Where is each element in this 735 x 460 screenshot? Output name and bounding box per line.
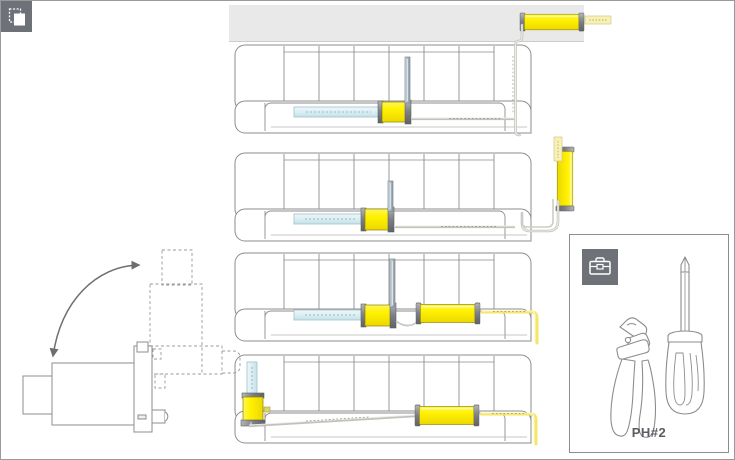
jumper-cable-row3 — [395, 318, 431, 327]
cable-run-yellow-row4 — [479, 412, 538, 446]
tools-panel — [569, 234, 729, 453]
step-row-2 — [234, 136, 575, 242]
step-row-4 — [234, 354, 538, 446]
step-badge — [1, 1, 32, 32]
curved-rotation-arrow — [49, 260, 141, 358]
cable-run-long-row4 — [248, 414, 416, 428]
phillips-screwdriver — [665, 256, 705, 415]
tools-artwork — [610, 256, 705, 438]
vertical-probe-row1 — [404, 56, 411, 104]
toolbox-icon — [589, 257, 611, 275]
yellow-connector-left-row4 — [240, 392, 271, 427]
copy-document-icon — [8, 7, 25, 25]
blue-tube-row2 — [293, 213, 363, 225]
component-rotation-detail — [22, 249, 241, 433]
diagonal-cutting-pliers — [610, 317, 657, 438]
vertical-probe-row3 — [389, 258, 396, 308]
yellow-tube-installed-row4 — [414, 404, 480, 427]
ghost-outline — [149, 249, 241, 389]
blue-tube-row3 — [293, 309, 363, 321]
yellow-connector-row3 — [360, 302, 397, 329]
yellow-connector-row1 — [377, 99, 412, 125]
yellow-connector-row2 — [360, 206, 395, 233]
tools-badge — [582, 249, 618, 285]
tool-caption: PH#2 — [631, 425, 667, 440]
blue-tube-vertical-row4 — [246, 361, 258, 396]
blue-tube-row1 — [293, 106, 380, 118]
cable-run-row2 — [520, 199, 560, 233]
cable-run-yellow-row3 — [480, 310, 539, 345]
top-background-band — [229, 5, 584, 42]
yellow-tube-external-row2 — [553, 136, 575, 212]
rotated-component — [22, 341, 169, 433]
yellow-tube-installed-row3 — [415, 302, 481, 325]
vertical-probe-row2 — [387, 180, 394, 212]
step-row-3 — [234, 252, 539, 345]
